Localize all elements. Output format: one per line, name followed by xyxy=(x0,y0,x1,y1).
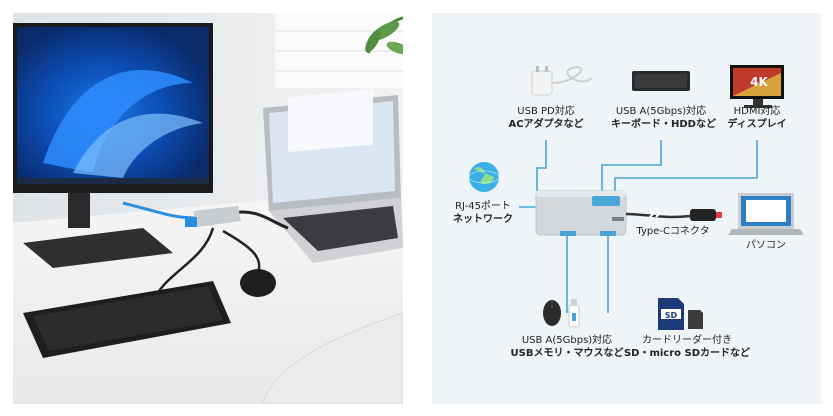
label-usb-a-top-line2: キーボード・HDDなど xyxy=(611,119,716,130)
keyboard-icon xyxy=(632,71,690,91)
label-hdmi-line1: HDMI対応 xyxy=(733,106,781,117)
label-rj45-line1: RJ-45ポート xyxy=(455,201,511,212)
desk-photo-illustration xyxy=(13,13,403,404)
laptop-icon xyxy=(728,193,804,235)
label-usb-a-bottom: USB A(5Gbps)対応 USBメモリ・マウスなど xyxy=(504,334,630,360)
globe-icon xyxy=(468,162,500,192)
plant xyxy=(365,16,403,55)
typec-plug xyxy=(690,209,716,221)
laptop xyxy=(263,89,403,263)
label-typec: Type-Cコネクタ xyxy=(628,225,718,238)
label-pc-line1: パソコン xyxy=(746,240,786,251)
label-usb-pd-line1: USB PD対応 xyxy=(517,106,575,117)
sd-badge: SD xyxy=(665,311,678,320)
sd-card-icon xyxy=(658,298,684,330)
label-usb-a-bottom-line2: USBメモリ・マウスなど xyxy=(510,348,624,359)
mouse xyxy=(240,269,276,297)
label-pc: パソコン xyxy=(732,239,800,252)
label-usb-a-bottom-line1: USB A(5Gbps)対応 xyxy=(521,335,613,346)
usb-memory-icon xyxy=(568,299,580,328)
typec-cable xyxy=(625,212,691,219)
microsd-card-icon xyxy=(688,310,703,329)
ac-adapter-icon xyxy=(531,66,593,96)
label-usb-pd: USB PD対応 ACアダプタなど xyxy=(504,105,588,131)
label-card: カードリーダー付き SD・micro SDカードなど xyxy=(622,334,752,360)
monitor-badge: 4K xyxy=(750,75,768,89)
monitor xyxy=(13,23,213,268)
label-rj45-line2: ネットワーク xyxy=(453,214,513,225)
hub xyxy=(122,201,289,304)
label-usb-a-top-line1: USB A(5Gbps)対応 xyxy=(615,106,707,117)
label-rj45: RJ-45ポート ネットワーク xyxy=(446,200,520,226)
label-hdmi: HDMI対応 ディスプレイ xyxy=(716,105,798,131)
label-usb-a-top: USB A(5Gbps)対応 キーボード・HDDなど xyxy=(611,105,716,131)
desk-photo xyxy=(13,13,403,404)
label-hdmi-line2: ディスプレイ xyxy=(727,119,787,130)
label-card-line1: カードリーダー付き xyxy=(642,335,732,346)
chair xyxy=(262,312,403,404)
connection-diagram: 4K SD xyxy=(432,13,821,404)
label-card-line2: SD・micro SDカードなど xyxy=(623,348,751,359)
mouse-icon xyxy=(543,300,561,326)
keyboard xyxy=(23,281,231,358)
label-typec-line1: Type-Cコネクタ xyxy=(636,226,710,237)
diagram-lines: 4K SD xyxy=(468,65,804,330)
monitor-icon xyxy=(730,65,784,108)
label-usb-pd-line2: ACアダプタなど xyxy=(508,119,584,130)
